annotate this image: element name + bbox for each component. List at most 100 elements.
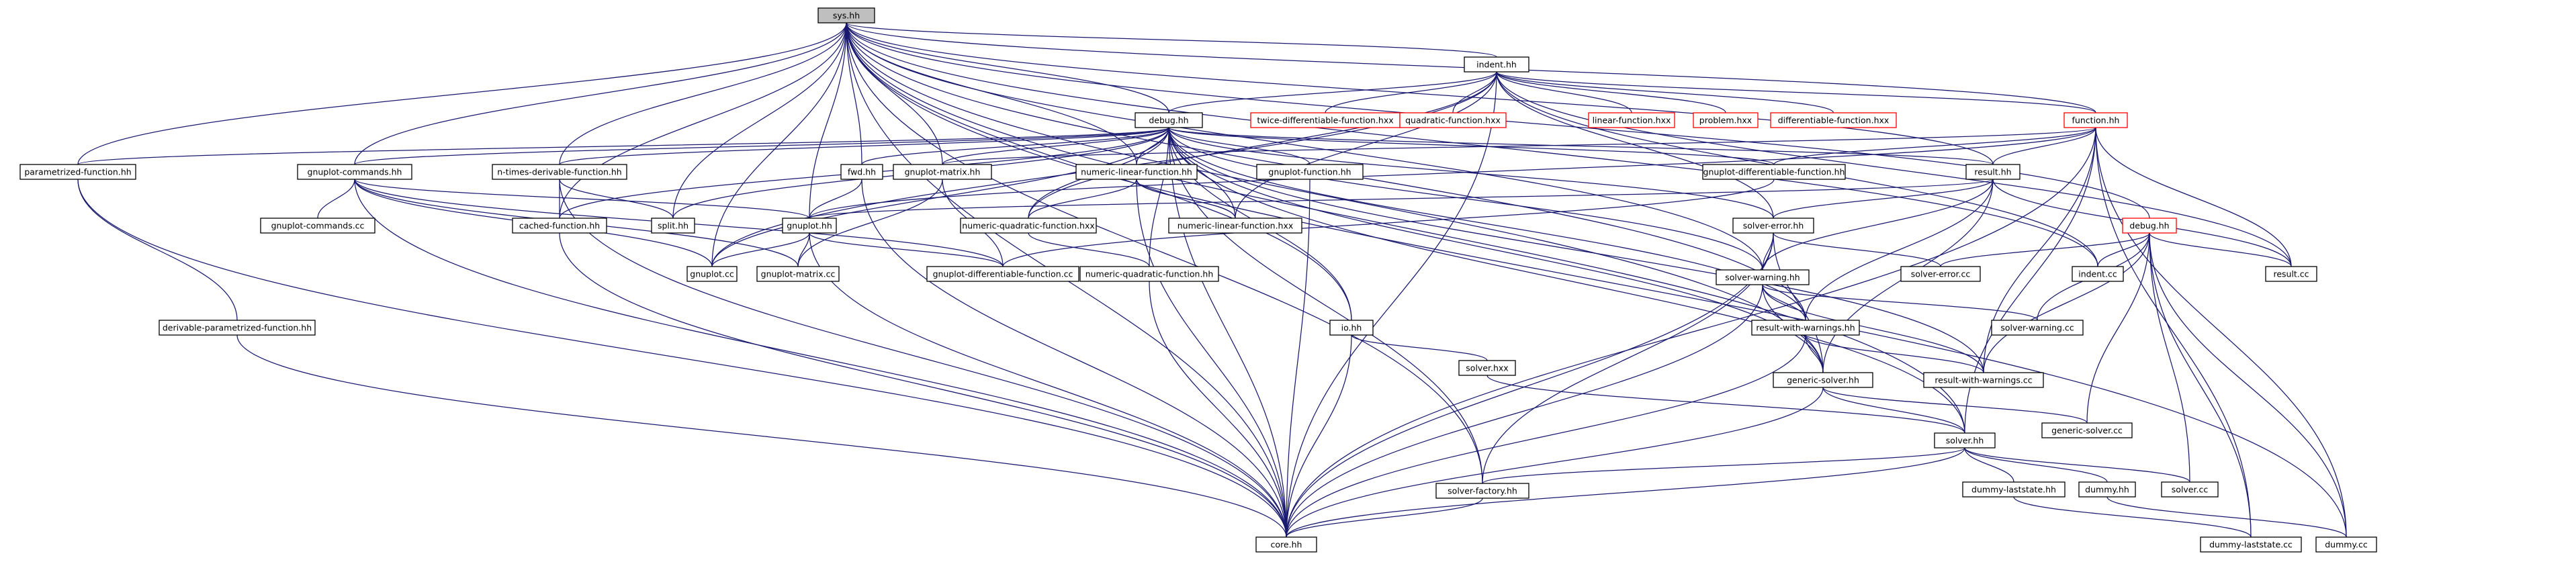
edge-gnuplot-to-core <box>806 228 1287 538</box>
node-resultcc[interactable]: result.cc <box>2265 266 2317 282</box>
node-box <box>840 164 883 180</box>
edge-result-to-solverwarn <box>1762 174 1996 271</box>
node-box <box>1716 269 1810 285</box>
node-problem[interactable]: problem.hxx <box>1693 112 1759 128</box>
node-solverwarn[interactable]: solver-warning.hh <box>1716 269 1810 285</box>
node-indent[interactable]: indent.hh <box>1464 56 1529 73</box>
node-box <box>756 266 840 282</box>
node-gpdiffcc[interactable]: gnuplot-differentiable-function.cc <box>926 266 1079 282</box>
node-io[interactable]: io.hh <box>1329 320 1374 336</box>
node-label: solver-warning.cc <box>2000 323 2074 333</box>
node-box <box>1900 266 1981 282</box>
edge-indent-to-debug <box>1168 66 1500 113</box>
node-gpmatcc[interactable]: gnuplot-matrix.cc <box>756 266 840 282</box>
node-label: solver.cc <box>2172 485 2209 495</box>
node-nlfhxx[interactable]: numeric-linear-function.hxx <box>1168 218 1302 234</box>
node-solvercc[interactable]: solver.cc <box>2161 481 2219 498</box>
edge-result-to-solvererr <box>1773 174 1996 219</box>
edge-solvererr-to-generic <box>1770 228 1824 373</box>
node-result[interactable]: result.hh <box>1965 164 2020 180</box>
node-derivparam[interactable]: derivable-parametrized-function.hh <box>159 320 316 336</box>
edge-solverwarn-to-solverwarncc <box>1759 279 2038 321</box>
node-label: solver-error.hh <box>1743 221 1804 231</box>
node-box <box>1588 112 1675 128</box>
node-split[interactable]: split.hh <box>651 218 695 234</box>
node-debugh2[interactable]: debug.hh <box>2122 218 2177 234</box>
node-box <box>2041 422 2133 438</box>
node-param[interactable]: parametrized-function.hh <box>19 164 136 180</box>
node-nqf[interactable]: numeric-quadratic-function.hh <box>1079 266 1219 282</box>
node-core[interactable]: core.hh <box>1255 536 1317 553</box>
node-box <box>297 164 412 180</box>
node-label: dummy-laststate.hh <box>1971 485 2056 495</box>
node-label: gnuplot-matrix.hh <box>905 167 981 177</box>
node-label: gnuplot.cc <box>690 269 734 279</box>
node-solvererr[interactable]: solver-error.hh <box>1732 218 1814 234</box>
node-solverhxx[interactable]: solver.hxx <box>1458 360 1516 376</box>
edge-solverwarn-to-core <box>1286 279 1766 538</box>
node-gpcmdcc[interactable]: gnuplot-commands.cc <box>260 218 375 234</box>
node-cached[interactable]: cached-function.hh <box>512 218 607 234</box>
edge-debugh2-to-resultcc <box>2146 228 2292 267</box>
node-dummylscc[interactable]: dummy-laststate.cc <box>2200 536 2302 553</box>
node-label: differentiable-function.hxx <box>1778 115 1890 126</box>
node-diffhxx[interactable]: differentiable-function.hxx <box>1770 112 1897 128</box>
node-nlf[interactable]: numeric-linear-function.hh <box>1075 164 1198 180</box>
node-function[interactable]: function.hh <box>2063 112 2128 128</box>
edge-fwd-to-gnuplot <box>809 174 865 219</box>
node-box <box>1256 164 1364 180</box>
node-solver[interactable]: solver.hh <box>1934 432 1996 449</box>
node-box <box>686 266 738 282</box>
node-label: gnuplot-matrix.cc <box>761 269 836 279</box>
node-label: derivable-parametrized-function.hh <box>163 323 312 333</box>
node-label: solver-factory.hh <box>1448 486 1517 496</box>
node-label: core.hh <box>1271 540 1302 550</box>
node-gpcc[interactable]: gnuplot.cc <box>686 266 738 282</box>
node-quadratic[interactable]: quadratic-function.hxx <box>1399 112 1507 128</box>
node-dummycc[interactable]: dummy.cc <box>2315 536 2377 553</box>
edge-param-to-core <box>75 174 1287 538</box>
node-box <box>1458 360 1516 376</box>
edge-gpfunc-to-core <box>1286 174 1313 538</box>
node-gpfunc[interactable]: gnuplot-function.hh <box>1256 164 1364 180</box>
node-linear[interactable]: linear-function.hxx <box>1588 112 1675 128</box>
node-gpmatrix[interactable]: gnuplot-matrix.hh <box>893 164 992 180</box>
node-gpdiff[interactable]: gnuplot-differentiable-function.hh <box>1702 164 1846 180</box>
node-rwwcc[interactable]: result-with-warnings.cc <box>1923 372 2044 388</box>
node-twice[interactable]: twice-differentiable-function.hxx <box>1250 112 1401 128</box>
node-box <box>1079 266 1219 282</box>
node-box <box>1702 164 1846 180</box>
node-dummyls[interactable]: dummy-laststate.hh <box>1962 481 2066 498</box>
node-nqfhxx[interactable]: numeric-quadratic-function.hxx <box>960 218 1097 234</box>
edge-sys-to-gpcc <box>711 17 850 267</box>
node-solverwarncc[interactable]: solver-warning.cc <box>1991 320 2084 336</box>
node-box <box>1693 112 1759 128</box>
node-fwd[interactable]: fwd.hh <box>840 164 883 180</box>
edge-debugh2-to-solvercc <box>2146 228 2190 483</box>
node-solverfactory[interactable]: solver-factory.hh <box>1435 483 1529 499</box>
node-generic[interactable]: generic-solver.hh <box>1773 372 1873 388</box>
edge-solverfactory-to-core <box>1286 493 1486 538</box>
edge-function-to-dummylscc <box>2092 122 2252 538</box>
node-gpcmd[interactable]: gnuplot-commands.hh <box>297 164 412 180</box>
node-dummy[interactable]: dummy.hh <box>2078 481 2136 498</box>
edge-generic-to-solver <box>1820 382 1965 434</box>
edge-debug-to-solverwarn <box>1165 122 1763 271</box>
node-genericcc[interactable]: generic-solver.cc <box>2041 422 2133 438</box>
file-nodes: sys.hh indent.hh debug.hh twice-differentia… <box>19 7 2377 553</box>
node-sys[interactable]: sys.hh <box>817 7 875 23</box>
node-indentcc[interactable]: indent.cc <box>2072 266 2124 282</box>
node-box <box>817 7 875 23</box>
node-gnuplot[interactable]: gnuplot.hh <box>782 218 837 234</box>
node-debug[interactable]: debug.hh <box>1135 112 1203 128</box>
node-rww[interactable]: result-with-warnings.hh <box>1751 320 1860 336</box>
edge-debug-to-param <box>77 122 1172 165</box>
node-box <box>1435 483 1529 499</box>
node-box <box>1773 372 1873 388</box>
edge-nlf-to-nqfhxx <box>1028 174 1140 219</box>
node-ntimes[interactable]: n-times-derivable-function.hh <box>492 164 627 180</box>
node-solvererrcc[interactable]: solver-error.cc <box>1900 266 1981 282</box>
node-label: debug.hh <box>2129 221 2169 231</box>
edge-indent-to-nqfhxx <box>1028 66 1500 219</box>
